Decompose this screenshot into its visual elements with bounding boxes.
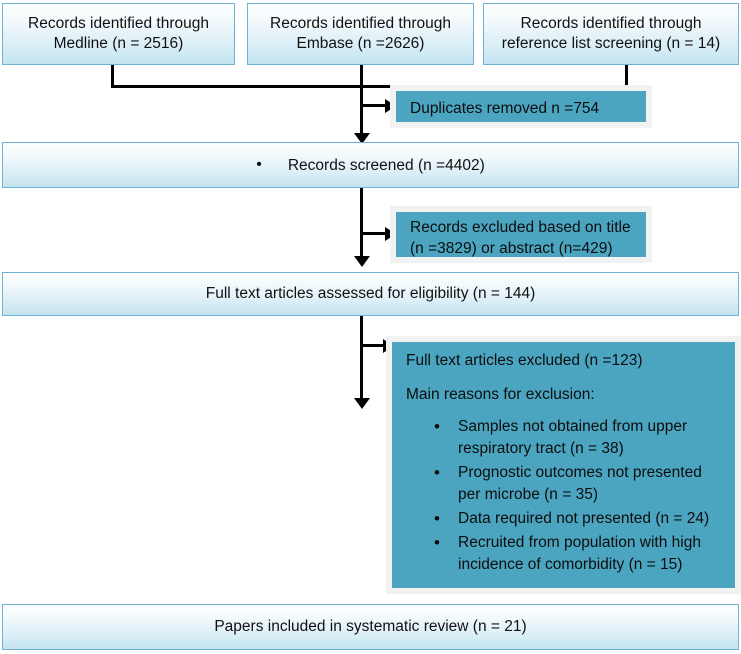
full-text-excluded-subtitle: Main reasons for exclusion: [406, 385, 595, 403]
exclusion-box-duplicates: Duplicates removed n =754 [390, 85, 652, 128]
source-medline-line1: Records identified through [28, 14, 209, 32]
list-item: Samples not obtained from upper respirat… [434, 415, 723, 460]
source-reference-line2: reference list screening (n = 14) [501, 35, 721, 52]
reason-text: Prognostic outcomes not presented per mi… [458, 463, 702, 503]
exclusion-duplicates-text: Duplicates removed n =754 [396, 91, 646, 129]
connector-bus-horizontal [111, 85, 628, 88]
records-screened-text: • Records screened (n =4402) [248, 154, 493, 176]
connector-trunk-to-full-text [360, 188, 363, 262]
source-reference-line1: Records identified through [520, 14, 702, 32]
full-text-assessed-label: Full text articles assessed for eligibil… [205, 284, 536, 302]
records-screened-label: Records screened (n =4402) [287, 156, 485, 174]
reason-text: Samples not obtained from upper respirat… [458, 417, 688, 457]
arrow-down-to-screened [354, 133, 370, 144]
source-box-embase-text: Records identified through Embase (n =26… [262, 14, 459, 55]
stage-box-full-text-assessed: Full text articles assessed for eligibil… [2, 272, 739, 316]
records-screened-bullet-icon: • [256, 155, 262, 173]
connector-trunk-to-included [360, 316, 363, 404]
source-medline-line2: Medline (n = 2516) [53, 35, 184, 52]
connector-trunk-to-screened [360, 85, 363, 141]
connector-branch-to-records-excluded [360, 232, 388, 235]
stage-box-papers-included: Papers included in systematic review (n … [2, 604, 739, 650]
full-text-assessed-text: Full text articles assessed for eligibil… [198, 284, 544, 304]
reason-text: Recruited from population with high inci… [458, 533, 701, 573]
papers-included-label: Papers included in systematic review (n … [214, 617, 527, 635]
list-item: Data required not presented (n = 24) [434, 507, 723, 531]
full-text-excluded-reason-list: Samples not obtained from upper respirat… [406, 415, 723, 576]
source-embase-line1: Records identified through [270, 14, 451, 32]
exclusion-full-text-content: Full text articles excluded (n =123) Mai… [392, 342, 735, 587]
duplicates-label: Duplicates removed n =754 [410, 100, 600, 117]
connector-stem-medline [111, 65, 114, 87]
source-box-embase: Records identified through Embase (n =26… [247, 3, 474, 65]
connector-stem-reference [625, 65, 628, 87]
list-item: Recruited from population with high inci… [434, 531, 723, 576]
source-embase-line2: Embase (n =2626) [296, 35, 425, 52]
arrow-down-to-included [354, 398, 370, 409]
list-item: Prognostic outcomes not presented per mi… [434, 461, 723, 506]
source-box-medline: Records identified through Medline (n = … [2, 3, 235, 65]
full-text-excluded-title: Full text articles excluded (n =123) [406, 352, 643, 369]
exclusion-box-records-excluded: Records excluded based on title (n =3829… [390, 206, 652, 263]
exclusion-box-full-text-excluded: Full text articles excluded (n =123) Mai… [386, 336, 741, 594]
papers-included-text: Papers included in systematic review (n … [206, 617, 534, 637]
connector-branch-to-duplicates [360, 104, 388, 107]
records-excluded-line1: Records excluded based on title [410, 219, 631, 236]
reason-text: Data required not presented (n = 24) [458, 509, 710, 527]
connector-branch-to-full-text-excluded [360, 344, 386, 347]
records-excluded-line2: (n =3829) or abstract (n=429) [410, 239, 613, 257]
source-box-medline-text: Records identified through Medline (n = … [20, 14, 217, 55]
connector-stem-embase [360, 65, 363, 87]
exclusion-records-excluded-text: Records excluded based on title (n =3829… [396, 212, 646, 269]
source-box-reference-list: Records identified through reference lis… [483, 3, 739, 65]
source-box-reference-list-text: Records identified through reference lis… [494, 14, 728, 55]
stage-box-records-screened: • Records screened (n =4402) [2, 142, 739, 188]
arrow-down-to-full-text [354, 256, 370, 267]
